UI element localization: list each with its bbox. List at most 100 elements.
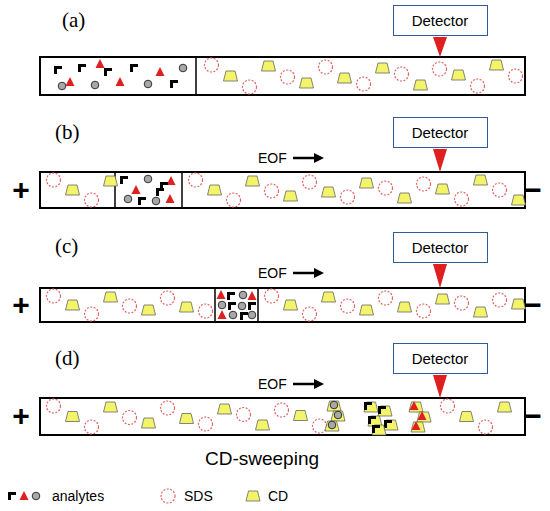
- analyte-flag: [120, 176, 128, 184]
- analyte-circle: [330, 401, 338, 409]
- analyte-flag: [104, 68, 112, 76]
- eof-arrowhead: [314, 379, 324, 389]
- detector-label: Detector: [412, 239, 469, 256]
- detector-pointer: [433, 149, 447, 172]
- detector-label: Detector: [412, 12, 469, 29]
- sds-micelle: [379, 291, 393, 305]
- sds-micelle: [161, 401, 175, 415]
- sds-micelle: [455, 296, 469, 310]
- sds-micelle: [281, 70, 295, 84]
- analyte-flag: [170, 80, 178, 88]
- cd-molecule: [436, 184, 450, 194]
- analyte-circle: [328, 421, 336, 429]
- cd-molecule: [474, 175, 488, 185]
- analyte-triangle: [218, 310, 227, 319]
- sds-micelle: [85, 420, 99, 434]
- analyte-flag: [372, 425, 380, 433]
- analyte-triangle: [412, 421, 421, 430]
- sds-micelle: [199, 417, 213, 431]
- cd-molecule: [368, 416, 382, 426]
- analyte-circle: [144, 80, 152, 88]
- sds-micelle: [471, 79, 485, 93]
- cd-molecule: [411, 422, 425, 432]
- anode-sign: +: [12, 290, 30, 320]
- anode-sign: +: [12, 401, 30, 431]
- eof-arrow: [293, 272, 316, 275]
- sds-micelle: [199, 304, 213, 318]
- cd-molecule: [384, 420, 398, 430]
- cd-molecule: [104, 402, 118, 412]
- eof-arrow: [293, 157, 316, 160]
- detector-pointer: [433, 375, 447, 398]
- detector-box: Detector: [393, 232, 488, 263]
- cd-molecule: [436, 294, 450, 304]
- analyte-circle: [144, 175, 152, 183]
- analyte-flag: [378, 406, 386, 414]
- sds-micelle: [243, 80, 257, 94]
- cd-molecule: [300, 78, 314, 88]
- eof-arrowhead: [314, 153, 324, 163]
- analyte-flag: [54, 66, 62, 74]
- cd-molecule: [498, 402, 512, 412]
- analyte-circle: [58, 82, 66, 90]
- cd-molecule: [284, 191, 298, 201]
- cd-molecule: [378, 406, 392, 416]
- cd-molecule: [322, 187, 336, 197]
- detector-box: Detector: [393, 117, 488, 148]
- analyte-circle: [248, 311, 256, 319]
- cd-molecule: [142, 418, 156, 428]
- eof-arrow: [293, 383, 316, 386]
- cd-molecule: [460, 412, 474, 422]
- cd-molecule: [360, 178, 374, 188]
- sds-micelle: [275, 403, 289, 417]
- detector-box: Detector: [393, 343, 488, 374]
- zone-boundary: [181, 172, 183, 208]
- panel-label: (d): [55, 346, 80, 370]
- analyte-flag: [228, 302, 236, 310]
- cd-molecule: [218, 404, 232, 414]
- analyte-triangle: [410, 401, 419, 410]
- cd-molecule: [398, 193, 412, 203]
- cd-molecule: [66, 185, 80, 195]
- sds-micelle: [341, 190, 355, 204]
- sds-micelle: [433, 62, 447, 76]
- cd-molecule: [325, 421, 339, 431]
- sds-micelle: [85, 193, 99, 207]
- zone-boundary: [257, 288, 259, 322]
- eof-label: EOF: [258, 376, 287, 392]
- cd-molecule: [490, 60, 504, 70]
- analyte-flag: [248, 302, 256, 310]
- sds-micelle: [85, 307, 99, 321]
- sds-micelle: [395, 67, 409, 81]
- detector-box: Detector: [393, 5, 488, 36]
- cd-molecule: [376, 63, 390, 73]
- sds-micelle: [455, 192, 469, 206]
- analyte-flag: [8, 492, 16, 500]
- cd-molecule: [474, 307, 488, 317]
- analyte-triangle: [156, 67, 165, 76]
- analyte-triangle: [20, 491, 29, 500]
- analyte-flag: [78, 64, 86, 72]
- analyte-circle: [334, 411, 342, 419]
- analyte-flag: [240, 312, 248, 320]
- sds-micelle: [357, 77, 371, 91]
- cd-molecule: [246, 176, 260, 186]
- sds-micelle: [47, 399, 61, 413]
- analyte-circle: [218, 301, 226, 309]
- cd-molecule: [512, 195, 526, 205]
- legend-label: CD: [268, 488, 288, 504]
- analyte-triangle: [248, 291, 257, 300]
- analyte-circle: [229, 311, 237, 319]
- analyte-flag: [368, 416, 376, 424]
- cd-molecule: [208, 185, 222, 195]
- capillary: [40, 398, 525, 435]
- sds-micelle: [313, 419, 327, 433]
- zone-boundary: [214, 288, 216, 322]
- analyte-circle: [239, 291, 247, 299]
- cathode-sign: −: [524, 401, 542, 431]
- analyte-circle: [124, 195, 132, 203]
- sds-micelle: [265, 184, 279, 198]
- analyte-flag: [160, 182, 168, 190]
- sds-micelle: [319, 60, 333, 74]
